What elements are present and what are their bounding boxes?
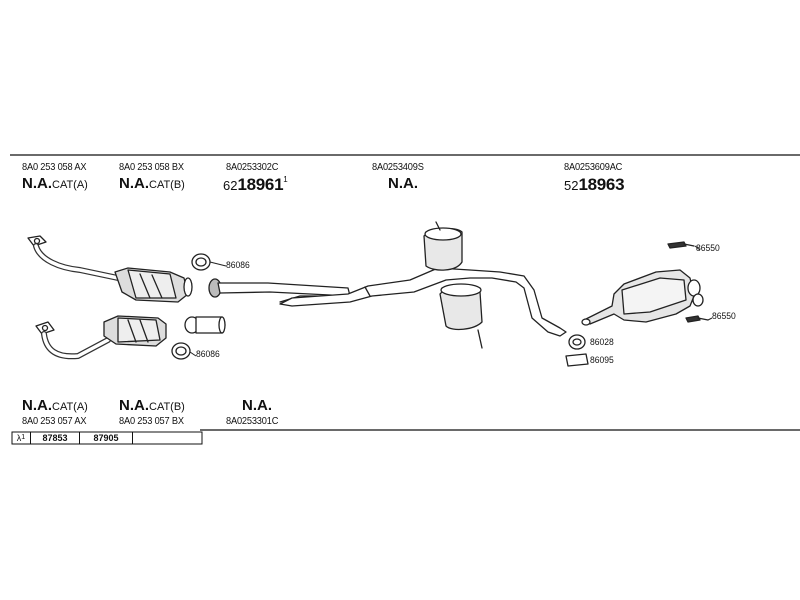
part-status-cat-a-bottom: N.A.CAT(A) xyxy=(22,397,88,414)
part-code-cat-b-top: 8A0 253 058 BX xyxy=(119,161,184,173)
pipe-clamp-lower xyxy=(184,316,226,334)
part-number-front-pipe: 62189611 xyxy=(223,175,288,194)
lambda-symbol-cell: λ1 xyxy=(12,432,31,444)
part-status-front-pipe-bottom: N.A. xyxy=(242,397,272,414)
part-code-cat-a-top: 8A0 253 058 AX xyxy=(22,161,87,173)
callout-86550-upper: 86550 xyxy=(696,243,720,254)
callout-86086-lower: 86086 xyxy=(196,349,220,360)
part-code-cat-b-bottom: 8A0 253 057 BX xyxy=(119,415,184,427)
part-code-middle-muffler: 8A0253409S xyxy=(372,161,424,173)
part-code-front-pipe-bottom: 8A0253301C xyxy=(226,415,279,427)
part-status-middle-muffler: N.A. xyxy=(388,175,418,192)
middle-muffler-lower xyxy=(439,283,483,349)
part-status-cat-a-top: N.A.CAT(A) xyxy=(22,175,88,192)
center-pipe xyxy=(279,267,567,337)
callout-86086-upper: 86086 xyxy=(226,260,250,271)
callout-86028: 86028 xyxy=(590,337,614,348)
lambda-value-cell-1: 87853 xyxy=(31,432,80,444)
middle-muffler-upper xyxy=(423,221,463,271)
rear-muffler xyxy=(581,269,704,326)
lambda-value-cell-2: 87905 xyxy=(80,432,133,444)
rear-hanger-upper xyxy=(667,241,695,249)
part-code-cat-a-bottom: 8A0 253 057 AX xyxy=(22,415,87,427)
rear-hanger-lower xyxy=(685,315,709,323)
callout-86095: 86095 xyxy=(590,355,614,366)
catalytic-converter-b-lower xyxy=(35,315,167,360)
rear-clamp-plate xyxy=(565,353,589,367)
lambda-table-frame xyxy=(11,431,203,445)
part-number-rear-muffler: 5218963 xyxy=(564,175,625,194)
part-status-cat-b-top: N.A.CAT(B) xyxy=(119,175,185,192)
part-status-cat-b-bottom: N.A.CAT(B) xyxy=(119,397,185,414)
part-code-rear-muffler: 8A0253609AC xyxy=(564,161,623,173)
callout-86550-lower: 86550 xyxy=(712,311,736,322)
catalytic-converter-a-upper xyxy=(27,235,193,303)
lambda-empty-cell xyxy=(133,432,202,444)
part-code-front-pipe: 8A0253302C xyxy=(226,161,279,173)
